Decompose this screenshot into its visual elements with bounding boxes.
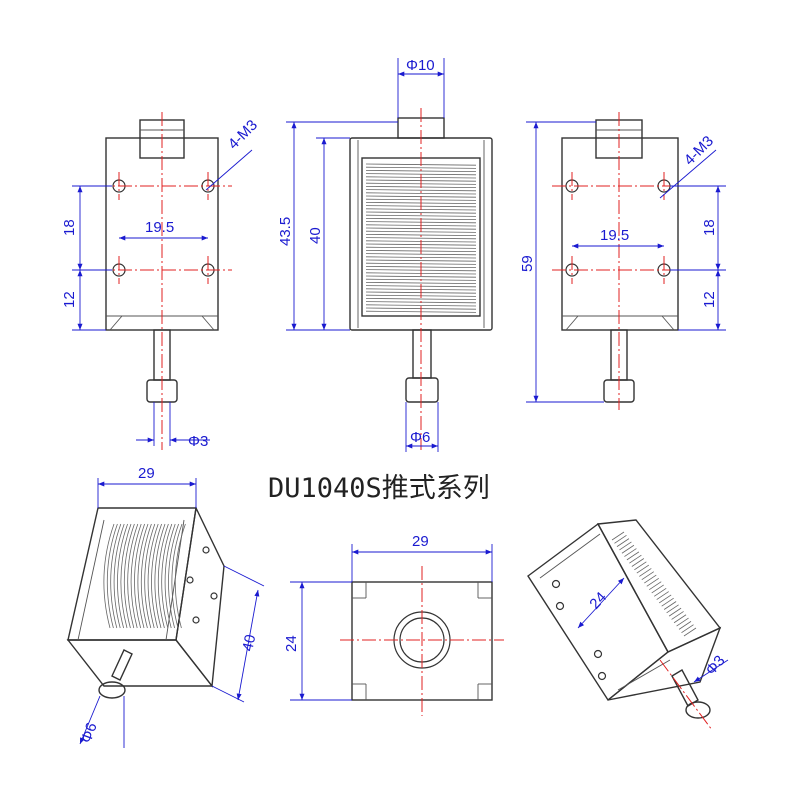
view-front-right: 19.5 18 12 4-M3 59: [519, 112, 726, 410]
dim-frame-height: 40: [307, 227, 324, 244]
dim-plunger-dia-iso: Φ3: [702, 652, 728, 678]
dim-hole-to-base-right: 12: [701, 291, 718, 308]
view-end: 29 24: [283, 533, 504, 716]
dim-hole-to-base-left: 12: [61, 291, 78, 308]
dim-width-iso: 29: [138, 465, 155, 482]
dim-bottom-dia: Φ6: [410, 429, 430, 446]
dim-depth-iso: 24: [586, 589, 610, 613]
drawing-title: DU1040S推式系列: [268, 473, 490, 504]
dim-button-dia-iso: Φ6: [78, 720, 101, 745]
dim-hole-spacing-v-right: 18: [701, 219, 718, 236]
thread-callout-left: 4-M3: [225, 117, 261, 153]
view-iso-left: 29 40 Φ6: [66, 465, 265, 748]
dim-hole-spacing-h-left: 19.5: [145, 219, 174, 236]
coil-windings-iso: [103, 523, 186, 629]
view-iso-right: 24 Φ3: [527, 519, 729, 731]
coil-windings-iso-right: [611, 531, 697, 637]
dim-hole-spacing-h-right: 19.5: [600, 227, 629, 244]
dim-top-dia: Φ10: [406, 57, 435, 74]
view-front-left: 19.5 18 12 4-M3 Φ3: [61, 112, 261, 450]
dim-plunger-dia-left: Φ3: [188, 433, 208, 450]
dim-overall-height: 59: [519, 255, 536, 272]
dim-width-end: 29: [412, 533, 429, 550]
dim-height-end: 24: [283, 635, 300, 652]
dim-length-iso: 40: [239, 633, 259, 653]
dim-hole-spacing-v-left: 18: [61, 219, 78, 236]
thread-callout-right: 4-M3: [681, 133, 717, 169]
dim-total-height: 43.5: [277, 217, 294, 246]
view-front-center: Φ10 43.5 40 Φ6: [277, 57, 493, 452]
